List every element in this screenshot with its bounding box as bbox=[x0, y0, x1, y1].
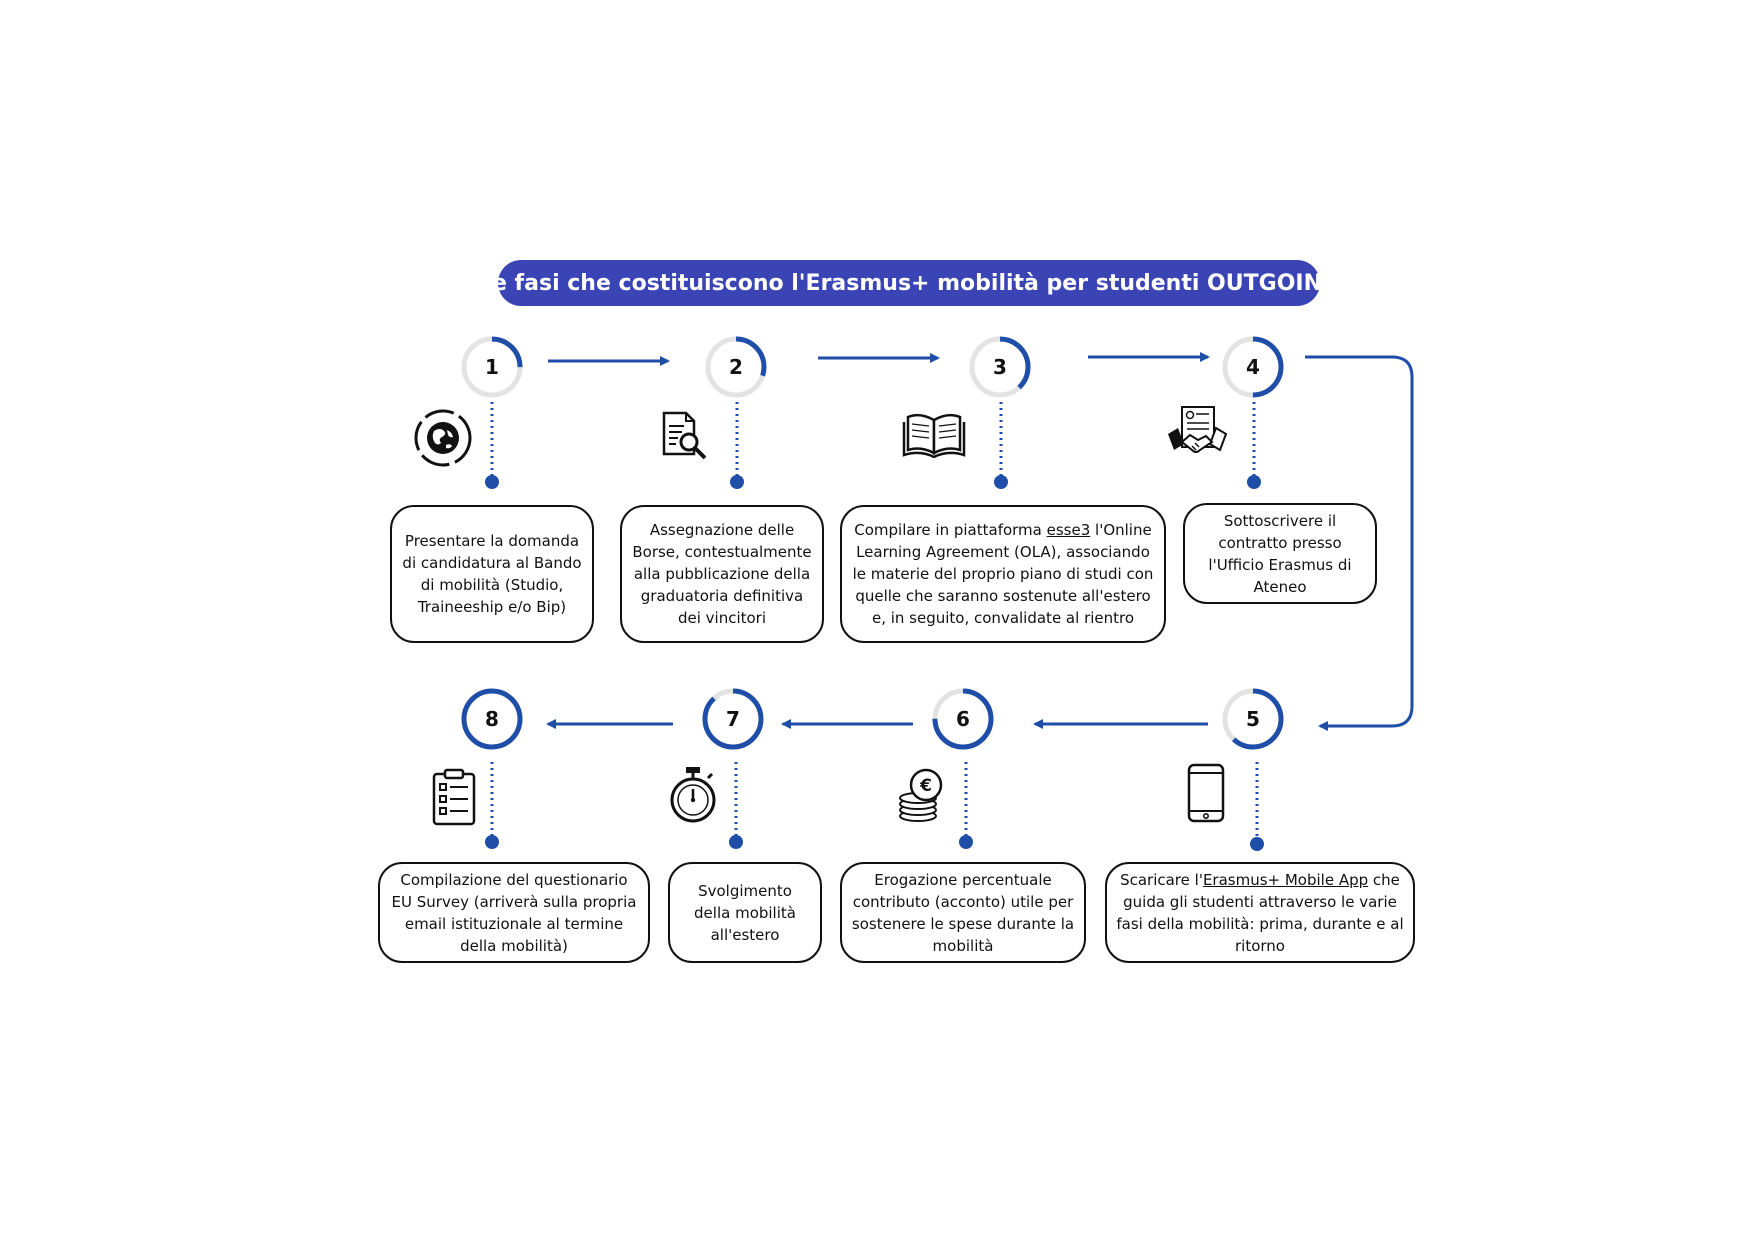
step-number: 6 bbox=[956, 707, 970, 731]
step-1-circle: 1 bbox=[460, 335, 524, 399]
step-5-text-start: Scaricare l' bbox=[1120, 870, 1203, 889]
step-5-box: Scaricare l'Erasmus+ Mobile App che guid… bbox=[1105, 862, 1415, 963]
page-title: Le fasi che costituiscono l'Erasmus+ mob… bbox=[478, 260, 1340, 306]
step-6-text: Erogazione percentuale contributo (accon… bbox=[851, 870, 1075, 955]
svg-text:€: € bbox=[919, 776, 932, 796]
drop-connector-6 bbox=[959, 762, 973, 849]
step-7-circle: 7 bbox=[701, 687, 765, 751]
step-5-text: Scaricare l'Erasmus+ Mobile App che guid… bbox=[1115, 869, 1405, 957]
step-number: 1 bbox=[485, 355, 499, 379]
globe-icon bbox=[414, 409, 472, 467]
step-6-circle: 6 bbox=[931, 687, 995, 751]
step-4-circle: 4 bbox=[1221, 335, 1285, 399]
drop-connector-3 bbox=[994, 402, 1008, 489]
drop-connector-2 bbox=[730, 402, 744, 489]
step-number: 5 bbox=[1246, 707, 1260, 731]
erasmus-mobile-app-link[interactable]: Erasmus+ Mobile App bbox=[1202, 870, 1369, 889]
drop-connector-8 bbox=[485, 762, 499, 849]
drop-connector-7 bbox=[729, 762, 743, 849]
smartphone-icon bbox=[1187, 763, 1225, 823]
step-5-circle: 5 bbox=[1221, 687, 1285, 751]
euro-coins-icon: € bbox=[899, 768, 943, 822]
document-search-icon bbox=[662, 411, 707, 460]
step-2-circle: 2 bbox=[704, 335, 768, 399]
step-3-text-start: Compilare in piattaforma bbox=[854, 521, 1047, 539]
esse3-link[interactable]: esse3 bbox=[1046, 521, 1091, 539]
step-4-box: Sottoscrivere il contratto presso l'Uffi… bbox=[1183, 503, 1377, 604]
step-1-box: Presentare la domanda di candidatura al … bbox=[390, 505, 594, 643]
step-7-box: Svolgimento della mobilità all'estero bbox=[668, 862, 822, 963]
step-3-circle: 3 bbox=[968, 335, 1032, 399]
step-2-text: Assegnazione delle Borse, contestualment… bbox=[632, 521, 812, 627]
step-6-box: Erogazione percentuale contributo (accon… bbox=[840, 862, 1086, 963]
contract-handshake-icon bbox=[1168, 406, 1228, 453]
step-number: 2 bbox=[729, 355, 743, 379]
step-4-text: Sottoscrivere il contratto presso l'Uffi… bbox=[1208, 511, 1352, 596]
drop-connector-5 bbox=[1250, 762, 1264, 851]
step-8-circle: 8 bbox=[460, 687, 524, 751]
step-number: 3 bbox=[993, 355, 1007, 379]
step-3-text-end: l'Online Learning Agreement (OLA), assoc… bbox=[852, 521, 1154, 627]
step-3-text: Compilare in piattaforma esse3 l'Online … bbox=[850, 519, 1156, 629]
drop-connector-1 bbox=[485, 402, 499, 489]
step-3-box: Compilare in piattaforma esse3 l'Online … bbox=[840, 505, 1166, 643]
step-1-text: Presentare la domanda di candidatura al … bbox=[402, 532, 582, 616]
stopwatch-icon bbox=[670, 767, 716, 823]
open-book-icon bbox=[902, 413, 966, 458]
step-8-box: Compilazione del questionario EU Survey … bbox=[378, 862, 650, 963]
step-5-text-end: che guida gli studenti attraverso le var… bbox=[1116, 870, 1404, 955]
step-number: 4 bbox=[1246, 355, 1260, 379]
step-7-text: Svolgimento della mobilità all'estero bbox=[694, 881, 796, 944]
step-number: 7 bbox=[726, 707, 740, 731]
step-number: 8 bbox=[485, 707, 499, 731]
step-8-text: Compilazione del questionario EU Survey … bbox=[391, 870, 637, 955]
arrow-4-to-5 bbox=[1305, 355, 1414, 731]
drop-connector-4 bbox=[1247, 402, 1261, 489]
step-2-box: Assegnazione delle Borse, contestualment… bbox=[620, 505, 824, 643]
clipboard-checklist-icon bbox=[432, 768, 476, 826]
